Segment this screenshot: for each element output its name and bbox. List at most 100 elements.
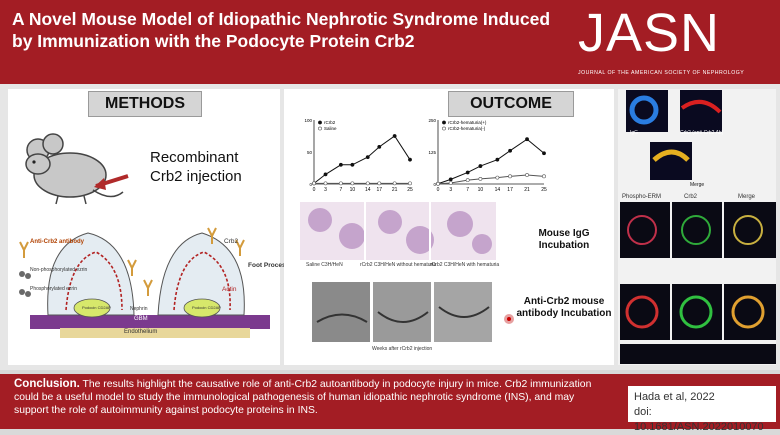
x-tick-label: 25 [407, 187, 413, 193]
x-tick-label: 7 [466, 187, 469, 193]
methods-diagram [19, 133, 270, 338]
podocyte-right [157, 232, 245, 316]
data-point [448, 181, 453, 185]
histology-label-saline: Saline C3H/HeN [306, 262, 343, 268]
data-point [436, 181, 440, 186]
mouse-igg-label: Mouse IgG Incubation [538, 228, 590, 251]
data-point [478, 164, 483, 168]
histology-images [300, 202, 496, 260]
top-label-crb2: Crb2 (anti-Crb2 Ab) [680, 130, 724, 136]
x-tick-label: 3 [324, 187, 327, 193]
conclusion-label: Conclusion. [14, 378, 80, 390]
top-label-merge: Merge [690, 182, 705, 188]
header-banner [0, 0, 780, 84]
ezrin-marks [19, 271, 31, 297]
legend-label: Saline [324, 126, 337, 131]
nephrin-label: Nephrin [130, 306, 148, 312]
endothelium-label: Endothelium [124, 329, 158, 335]
page-title: A Novel Mouse Model of Idiopathic Nephro… [12, 9, 551, 51]
em-caption: Weeks after rCrb2 injection [372, 346, 433, 352]
x-tick-label: 14 [365, 187, 371, 193]
data-point [465, 170, 470, 175]
data-point [495, 157, 500, 162]
x-tick-label: 7 [339, 187, 342, 193]
x-tick-label: 0 [313, 187, 316, 193]
citation-box: Hada et al, 2022 doi: 10.1681/ASN.202201… [628, 386, 776, 433]
data-point [448, 177, 453, 182]
legend-marker [442, 126, 446, 131]
data-point [365, 155, 370, 160]
syringe-arrow [94, 174, 129, 190]
legend-label: rCrb2 [324, 120, 336, 125]
data-point [350, 181, 355, 186]
series-line-1 [437, 174, 545, 185]
col-label-phospho: Phospho-ERM [622, 194, 662, 200]
x-tick-label: 10 [478, 187, 484, 193]
x-tick-label: 17 [376, 187, 382, 193]
podocin-label-right: Podocin CD2AP [192, 305, 221, 310]
data-point [323, 181, 328, 186]
marker-dot-center [507, 317, 511, 321]
data-point [377, 144, 382, 149]
y-tick-label: 50 [307, 150, 313, 155]
data-point [508, 174, 512, 179]
series-line-0 [313, 135, 411, 184]
actin-label: Actin [222, 286, 237, 293]
podocin-left [73, 298, 111, 318]
histology-label-hematuria: rCrb2 C3H/HeN with hematuria [430, 262, 500, 268]
y-tick-label: 250 [428, 118, 436, 123]
legend-marker [318, 120, 322, 125]
data-point [338, 162, 343, 167]
jasn-logo: JASN JOURNAL OF THE AMERICAN SOCIETY OF … [572, 3, 772, 78]
data-point [465, 178, 470, 183]
anti-crb2-incubation-label: Anti-Crb2 mouse antibody Incubation [516, 296, 612, 319]
data-point [350, 162, 355, 167]
x-tick-label: 17 [507, 187, 513, 193]
y-tick-label: 0 [433, 182, 436, 187]
data-point [323, 172, 328, 177]
non-phospho-label: Non-phosphorylated ezrin [30, 267, 88, 273]
citation-author: Hada et al, 2022 [634, 391, 715, 403]
data-point [338, 181, 343, 186]
data-point [408, 157, 412, 162]
data-point [392, 181, 397, 186]
x-tick-label: 21 [392, 187, 398, 193]
logo-word: JASN [578, 3, 721, 63]
data-point [495, 175, 500, 180]
methods-heading: METHODS [88, 91, 202, 117]
x-tick-label: 0 [437, 187, 440, 193]
data-point [365, 181, 370, 186]
conclusion: Conclusion. The results highlight the ca… [14, 378, 604, 417]
x-tick-label: 14 [495, 187, 501, 193]
podocyte-left [47, 232, 135, 316]
data-point [542, 174, 546, 179]
logo-tagline: JOURNAL OF THE AMERICAN SOCIETY OF NEPHR… [578, 70, 745, 76]
fluorescence-images [620, 90, 776, 364]
data-point [392, 134, 397, 138]
data-point [408, 181, 412, 186]
data-point [525, 137, 529, 142]
data-point [312, 181, 316, 186]
data-point [525, 173, 529, 177]
x-tick-label: 3 [449, 187, 452, 193]
foot-process-label: Foot Process [248, 262, 290, 269]
x-tick-label: 21 [524, 187, 530, 193]
injection-text: Recombinant Crb2 injection [150, 149, 242, 185]
outcome-heading: OUTCOME [448, 91, 574, 117]
data-point [478, 176, 483, 181]
data-point [377, 181, 382, 186]
col-label-merge: Merge [738, 194, 756, 200]
data-point [542, 151, 546, 156]
conclusion-text: The results highlight the causative role… [14, 379, 592, 416]
legend-label: rCrb2-hematuria(-) [448, 126, 486, 131]
mouse-illustration [25, 133, 124, 205]
phospho-label: Phosphorylated ezrin [30, 286, 77, 292]
series-line-0 [437, 138, 545, 185]
data-point [508, 148, 512, 153]
antibody-marks [19, 227, 245, 296]
legend-marker [442, 120, 446, 125]
gbm-bar [30, 315, 270, 329]
endothelium-bar [60, 328, 250, 338]
